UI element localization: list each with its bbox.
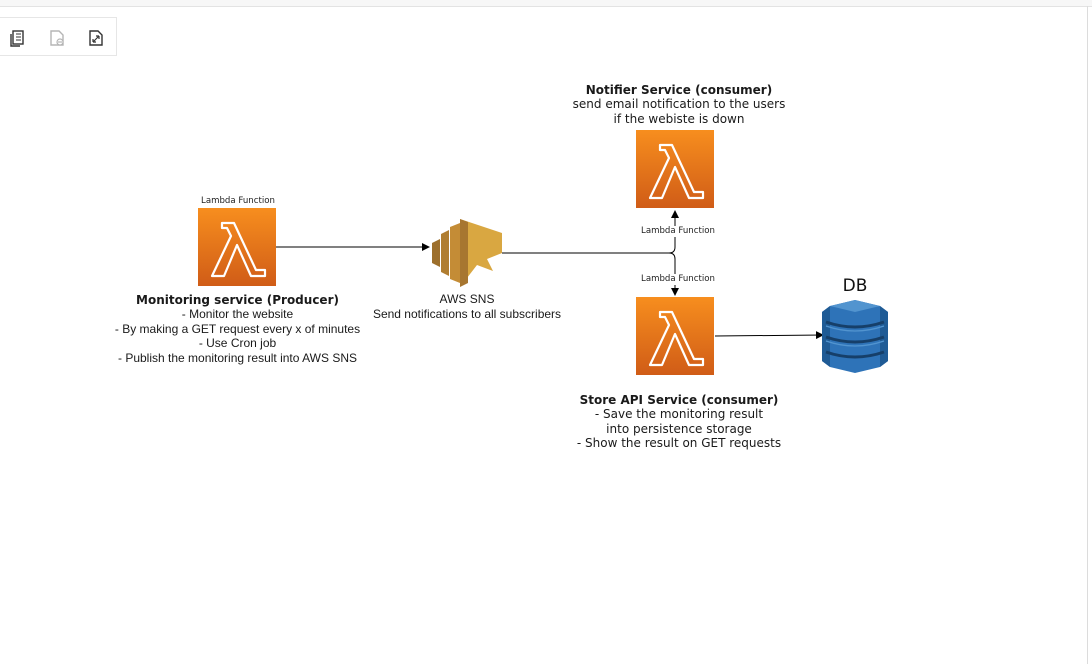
store-lambda-icon[interactable] [636,297,714,375]
edge-store-to-db [714,331,824,340]
db-title: DB [842,276,868,296]
notifier-caption: Lambda Function [628,226,728,237]
store-title: Store API Service (consumer) [579,393,779,407]
copy-page-icon[interactable] [8,28,28,48]
producer-line-2: - By making a GET request every x of min… [114,322,361,336]
store-line-1: - Save the monitoring result [594,407,764,421]
resize-page-icon[interactable] [86,28,106,48]
page-toolbar [0,17,117,56]
aws-sns-icon[interactable] [432,219,502,287]
notifier-line-2: if the webiste is down [613,112,745,126]
producer-line-3: - Use Cron job [198,336,277,350]
producer-line-1: - Monitor the website [181,307,294,321]
notifier-line-1: send email notification to the users [572,97,786,111]
dynamodb-icon[interactable] [822,300,888,373]
edge-sns-to-store [668,252,679,296]
producer-caption: Lambda Function [201,196,275,206]
disabled-page-icon[interactable] [47,28,67,48]
notifier-lambda-icon[interactable] [636,130,714,208]
producer-line-4: - Publish the monitoring result into AWS… [118,351,357,365]
notifier-title: Notifier Service (consumer) [585,83,773,97]
producer-title: Monitoring service (Producer) [136,293,339,307]
producer-lambda-icon[interactable] [198,208,276,286]
store-caption: Lambda Function [628,274,728,285]
sns-subtitle: Send notifications to all subscribers [372,307,562,321]
sns-title: AWS SNS [439,292,495,306]
top-ruler [0,0,1092,7]
store-line-3: - Show the result on GET requests [576,436,782,450]
page-boundary [1087,6,1088,664]
store-line-2: into persistence storage [606,422,752,436]
